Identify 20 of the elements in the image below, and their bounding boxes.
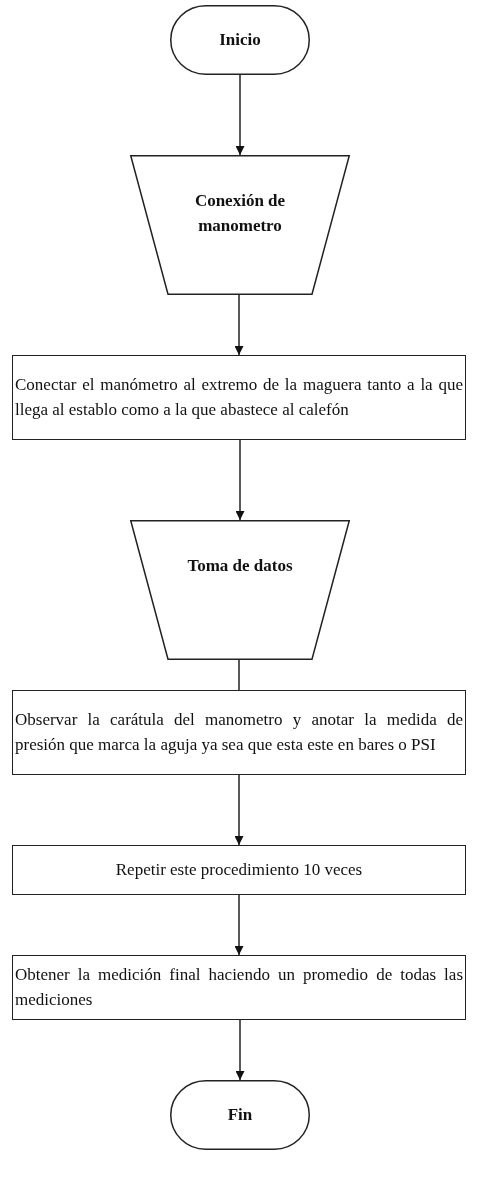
process-box: [12, 845, 466, 895]
process-box: [12, 355, 466, 440]
arrow: [234, 774, 244, 846]
node-text: Repetir este procedimiento 10 veces: [114, 858, 364, 881]
node-text: Fin: [227, 1103, 253, 1126]
process-box: [12, 690, 466, 775]
manual-operation-trapezoid: [130, 155, 350, 295]
arrow: [234, 894, 244, 956]
node-text: Observar la carátula del manometro y anotar la medida de presión que marca la aguja ya sea que esta este en bares o PSI: [15, 708, 463, 756]
arrow: [235, 439, 245, 521]
node-text: Toma de datos: [187, 555, 293, 577]
arrow: [235, 74, 245, 156]
node-text: Obtener la medición final haciendo un promedio de todas las mediciones: [15, 963, 463, 1011]
node-text: Conexión de manometro: [193, 190, 287, 237]
node-text: Conectar el manómetro al extremo de la maguera tanto a la que llega al establo como a la que abastece al calefón: [15, 373, 463, 421]
manual-operation-trapezoid: [130, 520, 350, 660]
arrow: [235, 1019, 245, 1081]
node-text: Inicio: [219, 28, 261, 51]
arrow: [234, 294, 244, 356]
process-box: [12, 955, 466, 1020]
